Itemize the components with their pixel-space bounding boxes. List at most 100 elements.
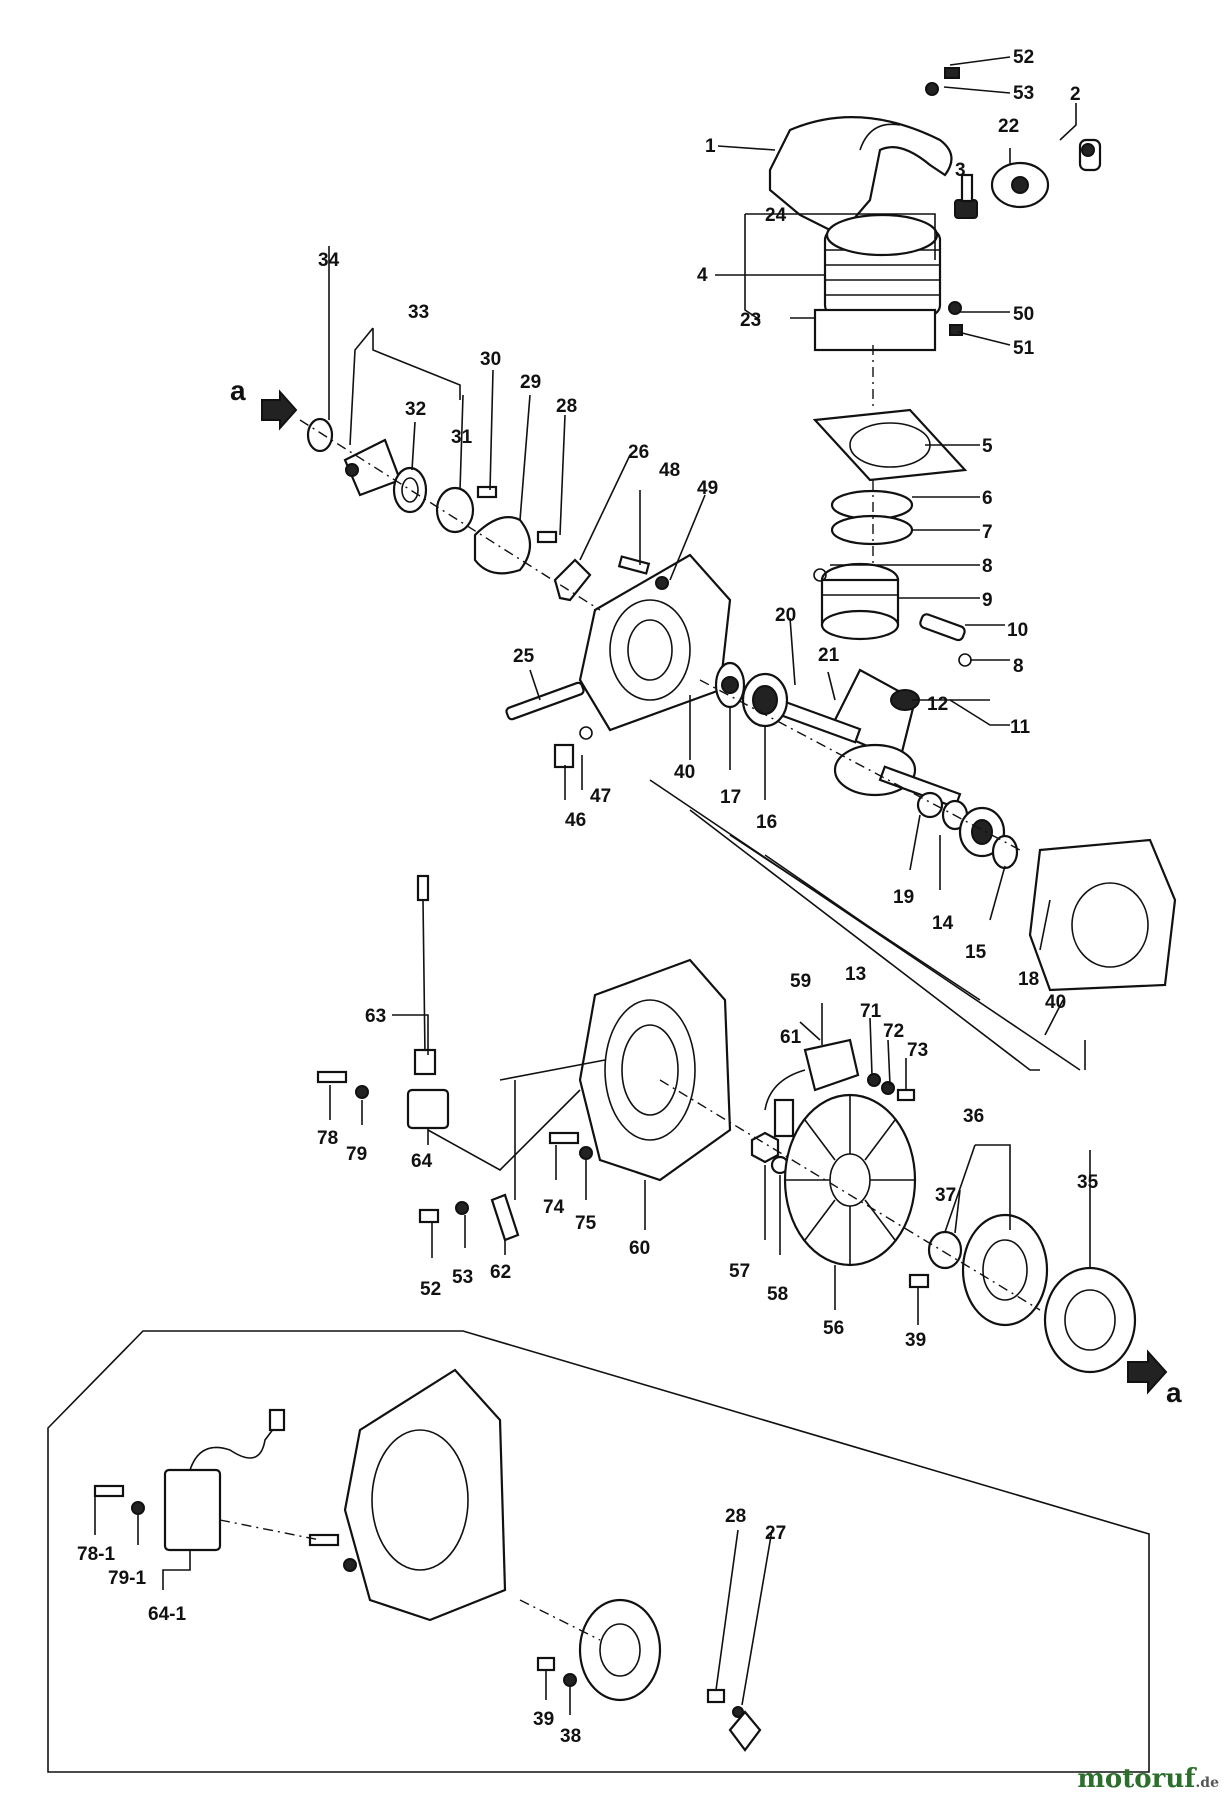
label-49: 49 — [697, 478, 718, 499]
leader-lines — [94, 56, 1091, 1715]
label-53: 53 — [1013, 83, 1034, 104]
inset-bolt-78-1 — [93, 1484, 125, 1498]
label-33: 33 — [408, 302, 429, 323]
label-4: 4 — [697, 265, 708, 286]
label-8a: 8 — [982, 556, 993, 577]
label-58: 58 — [767, 1284, 788, 1305]
inset-bolt — [308, 1533, 357, 1572]
label-59: 59 — [790, 971, 811, 992]
shaft-25 — [505, 681, 585, 721]
inset-screw-28 — [706, 1688, 726, 1704]
collar-34 — [306, 417, 334, 453]
label-72: 72 — [883, 1021, 904, 1042]
label-40b: 40 — [1045, 992, 1066, 1013]
cylinder-gasket — [812, 408, 968, 482]
label-25: 25 — [513, 646, 535, 667]
label-79-1: 79-1 — [108, 1568, 146, 1589]
watermark-name: motoruf — [1077, 1764, 1196, 1794]
label-23: 23 — [740, 310, 761, 331]
label-11: 11 — [1010, 717, 1031, 738]
starter-cup-36 — [961, 1213, 1049, 1327]
label-14: 14 — [932, 913, 954, 934]
part-labels: 52 53 1 2 22 3 24 4 23 50 51 5 6 7 8 9 1… — [77, 47, 1182, 1747]
washer-53b — [455, 1201, 469, 1215]
plate-29 — [473, 516, 532, 575]
crankshaft — [778, 668, 962, 809]
coil-61 — [764, 1038, 860, 1138]
label-57: 57 — [729, 1261, 750, 1282]
washer-47 — [579, 726, 593, 740]
assembly-axes — [219, 345, 1041, 1641]
label-34: 34 — [318, 250, 340, 271]
label-40a: 40 — [674, 762, 695, 783]
crankcase-left — [578, 553, 732, 732]
washer-49 — [655, 576, 669, 590]
label-64: 64 — [411, 1151, 433, 1172]
arrow-right-a — [1127, 1349, 1168, 1395]
label-78-1: 78-1 — [77, 1544, 115, 1565]
gasket-31 — [435, 486, 475, 534]
carburetor-33 — [343, 438, 402, 497]
label-28: 28 — [556, 396, 577, 417]
spark-plug-connector — [1078, 138, 1102, 172]
label-38: 38 — [560, 1726, 581, 1747]
label-60: 60 — [629, 1238, 650, 1259]
ignition-module-64 — [406, 1088, 450, 1130]
label-3: 3 — [955, 160, 966, 181]
label-arrow-a-right: a — [1166, 1377, 1182, 1408]
label-9: 9 — [982, 590, 993, 611]
label-7: 7 — [982, 522, 993, 543]
label-64-1: 64-1 — [148, 1604, 186, 1625]
label-79: 79 — [346, 1144, 367, 1165]
label-31: 31 — [451, 427, 473, 448]
bolt-78 — [316, 1070, 348, 1084]
arrow-left-a — [261, 389, 298, 431]
label-52: 52 — [1013, 47, 1034, 68]
label-52b: 52 — [420, 1279, 441, 1300]
label-74: 74 — [543, 1197, 565, 1218]
label-13: 13 — [845, 964, 866, 985]
bracket-26 — [553, 558, 592, 602]
label-21: 21 — [818, 645, 840, 666]
plug-lead-63 — [413, 874, 437, 1076]
label-18: 18 — [1018, 969, 1039, 990]
washer-75 — [579, 1146, 593, 1160]
label-20: 20 — [775, 605, 796, 626]
cylinder-cover — [768, 116, 953, 237]
inset-fan-housing — [343, 1368, 507, 1622]
inset-screw-39 — [536, 1656, 577, 1687]
bearings-right — [916, 791, 1019, 870]
label-5: 5 — [982, 436, 993, 457]
label-28b: 28 — [725, 1506, 746, 1527]
label-78: 78 — [317, 1128, 338, 1149]
label-62: 62 — [490, 1262, 511, 1283]
label-12: 12 — [927, 694, 948, 715]
inset-frame — [47, 1330, 1150, 1773]
label-46: 46 — [565, 810, 586, 831]
label-arrow-a-left: a — [230, 375, 246, 406]
washer-79 — [355, 1085, 369, 1099]
label-10: 10 — [1007, 620, 1028, 641]
spark-plug-cap — [990, 161, 1050, 209]
label-50: 50 — [1013, 304, 1034, 325]
bolt-48 — [617, 555, 651, 575]
fan-housing-60 — [578, 958, 732, 1182]
label-39b: 39 — [533, 1709, 554, 1730]
label-63: 63 — [365, 1006, 386, 1027]
inset-starter-cup — [578, 1598, 662, 1702]
label-1: 1 — [705, 136, 716, 157]
label-73: 73 — [907, 1040, 928, 1061]
watermark-tld: .de — [1195, 1775, 1219, 1791]
screws-71-73 — [867, 1073, 916, 1102]
cylinder — [813, 213, 942, 352]
label-17: 17 — [720, 787, 741, 808]
crankcase-right — [1028, 838, 1177, 992]
label-75: 75 — [575, 1213, 597, 1234]
label-39: 39 — [905, 1330, 926, 1351]
insulator-32 — [392, 466, 428, 514]
label-8b: 8 — [1013, 656, 1024, 677]
label-15: 15 — [965, 942, 987, 963]
label-48: 48 — [659, 460, 680, 481]
label-71: 71 — [860, 1001, 882, 1022]
